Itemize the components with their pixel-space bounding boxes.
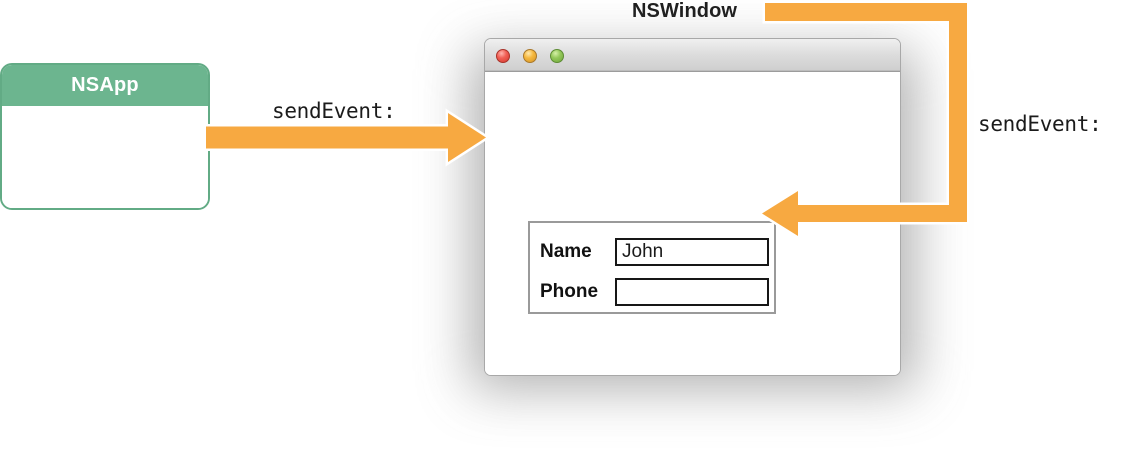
name-label: Name [540, 241, 592, 262]
name-input[interactable]: John [615, 238, 769, 266]
zoom-button-icon[interactable] [550, 49, 564, 63]
macos-window: Name John Phone [484, 38, 901, 376]
phone-input[interactable] [615, 278, 769, 306]
nsapp-box: NSApp [0, 63, 210, 210]
close-button-icon[interactable] [496, 49, 510, 63]
form-row: Phone [540, 278, 769, 306]
window-titlebar [485, 39, 900, 72]
minimize-button-icon[interactable] [523, 49, 537, 63]
nsapp-title: NSApp [2, 65, 208, 106]
sendevent-label-left: sendEvent: [272, 99, 396, 123]
window-content: Name John Phone [485, 73, 900, 375]
nswindow-label: NSWindow [632, 0, 738, 22]
phone-label: Phone [540, 281, 599, 302]
form-row: Name John [540, 238, 769, 266]
sendevent-label-right: sendEvent: [978, 112, 1102, 136]
nsapp-body [2, 106, 208, 208]
traffic-lights [496, 49, 564, 63]
form-container: Name John Phone [528, 221, 776, 314]
